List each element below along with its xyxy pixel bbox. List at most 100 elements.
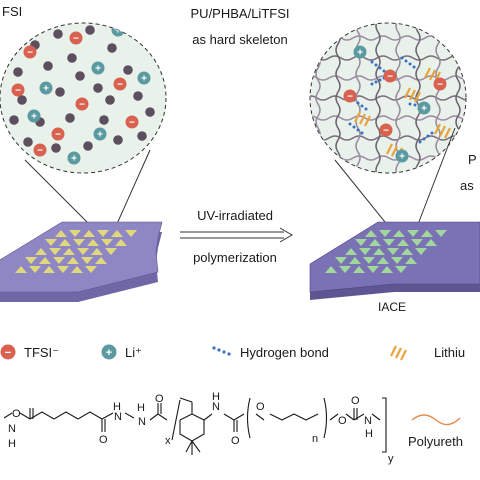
li-ion: + bbox=[353, 45, 367, 59]
chemical-structure bbox=[3, 397, 461, 455]
membrane-triangle bbox=[359, 248, 371, 255]
hydrogen-bond-dot bbox=[352, 125, 356, 129]
hydrogen-bond-dot bbox=[404, 59, 408, 63]
membrane-triangle bbox=[363, 257, 375, 264]
atom-o7: O bbox=[338, 415, 347, 427]
hydrogen-bond-dot bbox=[382, 69, 386, 73]
li-ion-icon bbox=[417, 101, 431, 115]
atom-o8: O bbox=[351, 395, 360, 407]
polymer-chain bbox=[415, 23, 421, 173]
membrane-triangle bbox=[15, 266, 27, 273]
dark-particle bbox=[17, 95, 27, 105]
left-particle-group: −+−++−−+−++−−+− bbox=[9, 23, 155, 165]
membrane-triangle bbox=[115, 239, 127, 246]
right-title-line1: PU/PHBA/LiTFSI bbox=[191, 6, 290, 21]
membrane-triangle bbox=[125, 230, 137, 237]
polymer-chain bbox=[310, 135, 466, 141]
atom-o1: O bbox=[12, 408, 21, 420]
dark-particle bbox=[107, 43, 117, 53]
right-side-label-line1: P bbox=[468, 152, 477, 167]
hydrogen-bond-dot bbox=[422, 137, 426, 141]
legend-hbond: Hydrogen bond bbox=[212, 345, 329, 360]
legend-lithium-bond: Lithiu bbox=[390, 345, 465, 361]
right-membrane-pattern bbox=[325, 230, 447, 273]
right-side-label-line2: as bbox=[460, 178, 474, 193]
polymer-chain bbox=[310, 55, 466, 61]
hydrogen-bond-dot bbox=[348, 122, 352, 126]
membrane-triangle bbox=[35, 248, 47, 255]
membrane-triangle bbox=[407, 230, 419, 237]
membrane-triangle bbox=[83, 230, 95, 237]
dark-particle bbox=[137, 131, 147, 141]
atom-h5: H bbox=[365, 428, 373, 440]
ion-symbol: − bbox=[15, 86, 21, 97]
li-ion-icon bbox=[91, 61, 105, 75]
lithium-bond-stroke bbox=[444, 127, 451, 139]
membrane-triangle bbox=[67, 257, 79, 264]
li-ion-icon bbox=[101, 344, 117, 360]
membrane-triangle bbox=[29, 266, 41, 273]
structure-atom-labels: O N H O H N O H N x N H O O n O O N H y … bbox=[8, 391, 463, 465]
tfsi-ion-icon bbox=[0, 344, 16, 360]
membrane-triangle bbox=[397, 239, 409, 246]
dark-particle bbox=[43, 61, 53, 71]
ion-symbol: + bbox=[43, 84, 49, 95]
hydrogen-bond-dot bbox=[364, 107, 368, 111]
tfsi-ion: − bbox=[69, 31, 83, 45]
li-ion-icon bbox=[395, 149, 409, 163]
dark-particle bbox=[51, 143, 61, 153]
membrane-triangle bbox=[381, 266, 393, 273]
li-ion: + bbox=[67, 151, 81, 165]
hydrogen-bond-dot bbox=[378, 78, 382, 82]
subscript-n: n bbox=[312, 433, 318, 445]
membrane-triangle bbox=[349, 257, 361, 264]
hydrogen-bond bbox=[400, 56, 416, 69]
atom-h4: H bbox=[212, 391, 220, 403]
dark-particle bbox=[23, 137, 33, 147]
membrane-triangle bbox=[393, 230, 405, 237]
dark-particle bbox=[9, 115, 19, 125]
ion-symbol: − bbox=[79, 100, 85, 111]
li-ion: + bbox=[91, 61, 105, 75]
li-ion: + bbox=[137, 71, 151, 85]
tfsi-ion-icon bbox=[125, 115, 139, 129]
tfsi-ion-icon bbox=[11, 83, 25, 97]
membrane-triangle bbox=[87, 239, 99, 246]
lithium-bond-stroke bbox=[364, 115, 371, 127]
tfsi-ion-icon bbox=[433, 77, 447, 91]
tfsi-ion: − bbox=[383, 69, 397, 83]
tfsi-ion: − bbox=[433, 77, 447, 91]
lithium-bond-stroke bbox=[404, 87, 411, 99]
li-ion: + bbox=[111, 23, 125, 37]
left-membrane bbox=[0, 221, 163, 302]
atom-h3: H bbox=[137, 402, 145, 414]
hydrogen-bond-dot bbox=[412, 65, 416, 69]
membrane-triangle bbox=[71, 266, 83, 273]
membrane-triangle bbox=[45, 239, 57, 246]
membrane-triangle bbox=[81, 257, 93, 264]
dark-particle bbox=[65, 113, 75, 123]
product-label: IACE bbox=[378, 300, 406, 314]
ion-symbol: + bbox=[71, 154, 77, 165]
subscript-x: x bbox=[165, 435, 171, 447]
membrane-triangle bbox=[335, 257, 347, 264]
membrane-triangle bbox=[57, 266, 69, 273]
hydrogen-bond-dot bbox=[370, 60, 374, 64]
dark-particle bbox=[75, 71, 85, 81]
ion-symbol: − bbox=[383, 126, 389, 137]
membrane-triangle bbox=[373, 248, 385, 255]
left-membrane-pattern bbox=[15, 230, 137, 273]
polymer-chain bbox=[310, 95, 466, 101]
legend-tfsi-label: TFSI⁻ bbox=[24, 345, 59, 360]
hydrogen-bond-dot bbox=[430, 131, 434, 135]
atom-n3: N bbox=[138, 416, 146, 428]
membrane-triangle bbox=[73, 239, 85, 246]
membrane-triangle bbox=[377, 257, 389, 264]
ion-symbol: + bbox=[421, 104, 427, 115]
lithium-bond-stroke bbox=[414, 91, 421, 103]
atom-n2: N bbox=[114, 411, 122, 423]
hydrogen-bond bbox=[348, 122, 364, 135]
right-zoom-lines bbox=[334, 127, 456, 233]
atom-o6: O bbox=[256, 401, 265, 413]
legend-li: + Li⁺ bbox=[101, 344, 142, 360]
